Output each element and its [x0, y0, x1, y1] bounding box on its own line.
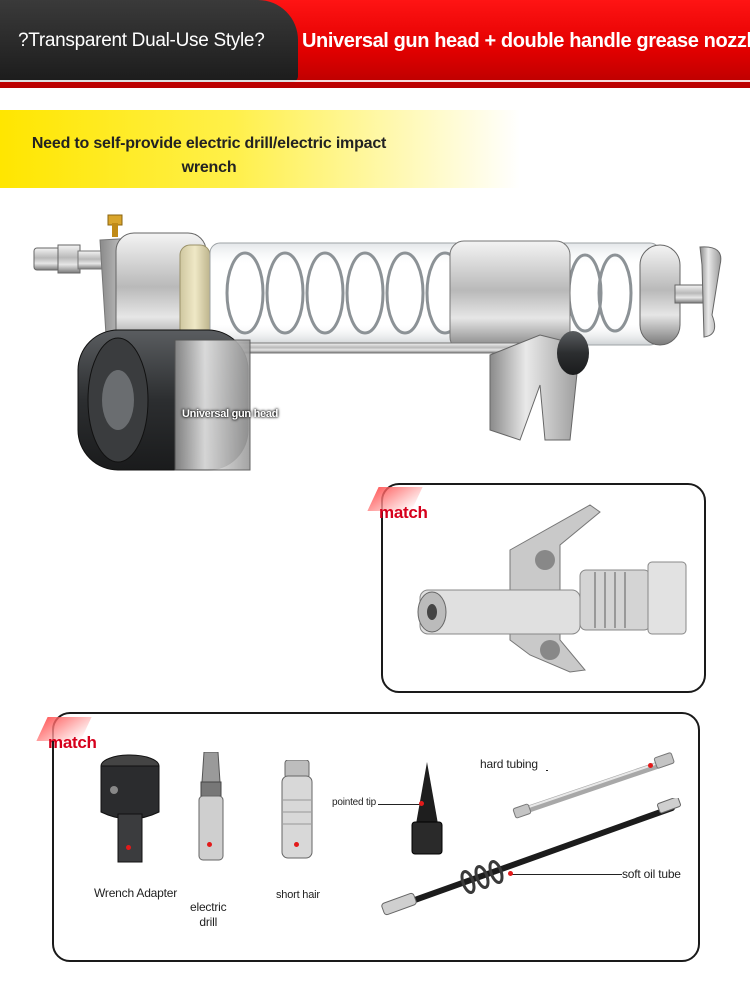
requirement-banner: Need to self-provide electric drill/elec… — [0, 110, 520, 188]
gun-head-label: Universal gun head — [182, 408, 279, 420]
drill-bit-adapter-image — [198, 752, 224, 861]
match-tag: match — [36, 717, 97, 753]
header-style-label: ?Transparent Dual-Use Style? — [18, 30, 265, 51]
wrench-adapter-image — [100, 754, 160, 863]
header-bar: ?Transparent Dual-Use Style? Universal g… — [0, 0, 750, 88]
short-coupler-image — [281, 760, 313, 859]
grease-gun-image — [33, 214, 722, 471]
match-tag-text: match — [48, 733, 97, 752]
hard-tubing-leader — [546, 770, 548, 771]
marker-dot — [294, 842, 299, 847]
hard-tubing-label: hard tubing — [480, 757, 538, 771]
header-divider — [0, 80, 750, 82]
pointed-tip-image — [411, 762, 443, 855]
grease-nozzle-coupler-image — [417, 504, 687, 673]
pointed-tip-label: pointed tip — [332, 797, 376, 808]
pointed-tip-leader — [378, 804, 420, 805]
header-style-tab — [0, 0, 298, 82]
soft-oil-tube-image — [381, 798, 681, 916]
electric-drill-label: electric drill — [190, 900, 227, 929]
hard-tubing-image — [512, 752, 675, 819]
marker-dot — [207, 842, 212, 847]
marker-dot — [126, 845, 131, 850]
header-title: Universal gun head + double handle greas… — [302, 30, 750, 52]
short-hair-label: short hair — [276, 889, 320, 901]
match-tag: match — [367, 487, 428, 523]
soft-oil-tube-label: soft oil tube — [622, 867, 681, 881]
match-tag-text: match — [379, 503, 428, 522]
requirement-text: Need to self-provide electric drill/elec… — [31, 135, 387, 176]
soft-oil-tube-leader — [512, 874, 622, 875]
marker-dot — [508, 871, 513, 876]
wrench-adapter-label: Wrench Adapter — [94, 886, 178, 900]
marker-dot — [648, 763, 653, 768]
marker-dot — [419, 801, 424, 806]
